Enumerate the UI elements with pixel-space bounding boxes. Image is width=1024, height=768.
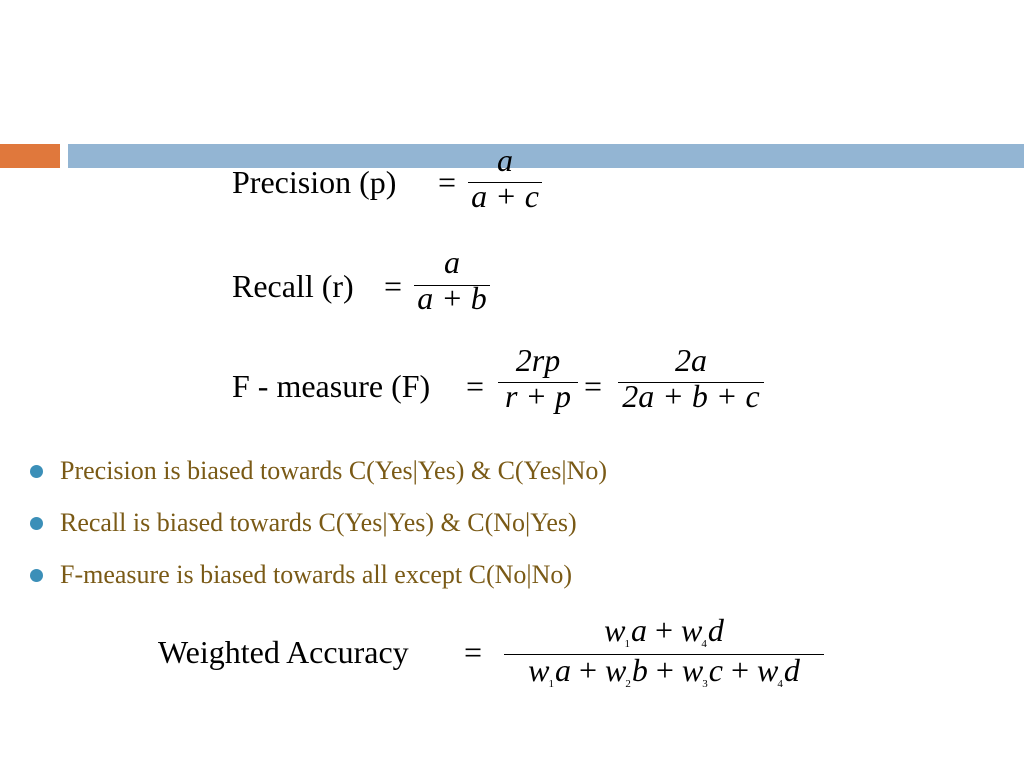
bullet-text: Recall is biased towards C(Yes|Yes) & C(… <box>60 508 577 537</box>
fraction-bar <box>468 182 542 183</box>
variable-symbol: b <box>631 652 648 688</box>
weight-symbol: w <box>757 652 779 688</box>
equals-sign: = <box>464 634 483 670</box>
equals-sign: = <box>384 268 403 304</box>
variable-symbol: d <box>783 652 800 688</box>
precision-denominator: a + c <box>471 178 539 214</box>
bullet-dot-icon <box>30 465 43 478</box>
plus-operator: + <box>570 652 606 688</box>
weighted-denominator: w1a + w2b + w3c + w4d <box>504 652 824 690</box>
precision-numerator: a <box>497 142 513 178</box>
fraction-bar <box>414 285 490 286</box>
fmeasure-fraction-1: 2rp r + p <box>498 342 578 432</box>
weight-subscript: 3 <box>702 678 708 690</box>
plus-operator: + <box>647 652 682 688</box>
variable-symbol: d <box>707 612 724 648</box>
bullet-list: Precision is biased towards C(Yes|Yes) &… <box>30 454 607 610</box>
weight-symbol: w <box>681 612 703 648</box>
equals-sign: = <box>438 164 457 200</box>
bullet-item: Recall is biased towards C(Yes|Yes) & C(… <box>30 506 607 558</box>
recall-denominator: a + b <box>417 280 487 316</box>
weighted-numerator: w1a + w4d <box>504 612 824 650</box>
fmeasure-label: F - measure (F) <box>232 368 431 404</box>
variable-symbol: c <box>708 652 723 688</box>
accent-bar-blue <box>68 144 1024 168</box>
recall-fraction: a a + b <box>414 244 490 334</box>
weight-subscript: 2 <box>625 678 631 690</box>
weighted-accuracy-formula: Weighted Accuracy = w1a + w4d w1a + w2b … <box>158 612 838 714</box>
fraction-bar <box>498 382 578 383</box>
fraction-bar <box>504 654 824 655</box>
bullet-text: Precision is biased towards C(Yes|Yes) &… <box>60 456 608 485</box>
precision-fraction: a a + c <box>468 142 542 232</box>
fmeasure-fraction-2: 2a 2a + b + c <box>618 342 764 432</box>
recall-numerator: a <box>444 244 460 280</box>
weight-subscript: 1 <box>624 638 630 650</box>
precision-label: Precision (p) <box>232 164 397 200</box>
weight-symbol: w <box>528 652 550 688</box>
weight-symbol: w <box>604 612 626 648</box>
weighted-fraction: w1a + w4d w1a + w2b + w3c + w4d <box>504 612 824 708</box>
variable-symbol: a <box>630 612 647 648</box>
fraction-bar <box>618 382 764 383</box>
plus-operator: + <box>646 612 682 648</box>
fmeasure-denominator-1: r + p <box>504 378 572 414</box>
equals-sign: = <box>466 368 485 404</box>
fmeasure-formula: F - measure (F) = 2rp r + p = 2a 2a + b … <box>232 342 772 448</box>
weight-subscript: 4 <box>777 678 783 690</box>
weight-subscript: 4 <box>701 638 707 650</box>
plus-operator: + <box>722 652 758 688</box>
weight-symbol: w <box>605 652 627 688</box>
bullet-dot-icon <box>30 517 43 530</box>
fmeasure-numerator-1: 2rp <box>515 342 561 378</box>
bullet-item: F-measure is biased towards all except C… <box>30 558 607 610</box>
recall-formula: Recall (r) = a a + b <box>232 244 512 344</box>
recall-label: Recall (r) <box>232 268 354 304</box>
variable-symbol: a <box>554 652 571 688</box>
fmeasure-denominator-2: 2a + b + c <box>622 378 760 414</box>
precision-formula: Precision (p) = a a + c <box>232 142 552 240</box>
bullet-item: Precision is biased towards C(Yes|Yes) &… <box>30 454 607 506</box>
bullet-text: F-measure is biased towards all except C… <box>60 560 573 589</box>
accent-bar-orange <box>0 144 60 168</box>
weight-subscript: 1 <box>548 678 554 690</box>
weight-symbol: w <box>681 652 704 688</box>
fmeasure-numerator-2: 2a <box>675 342 707 378</box>
bullet-dot-icon <box>30 569 43 582</box>
weighted-accuracy-label: Weighted Accuracy <box>158 634 409 670</box>
equals-sign: = <box>584 368 603 404</box>
